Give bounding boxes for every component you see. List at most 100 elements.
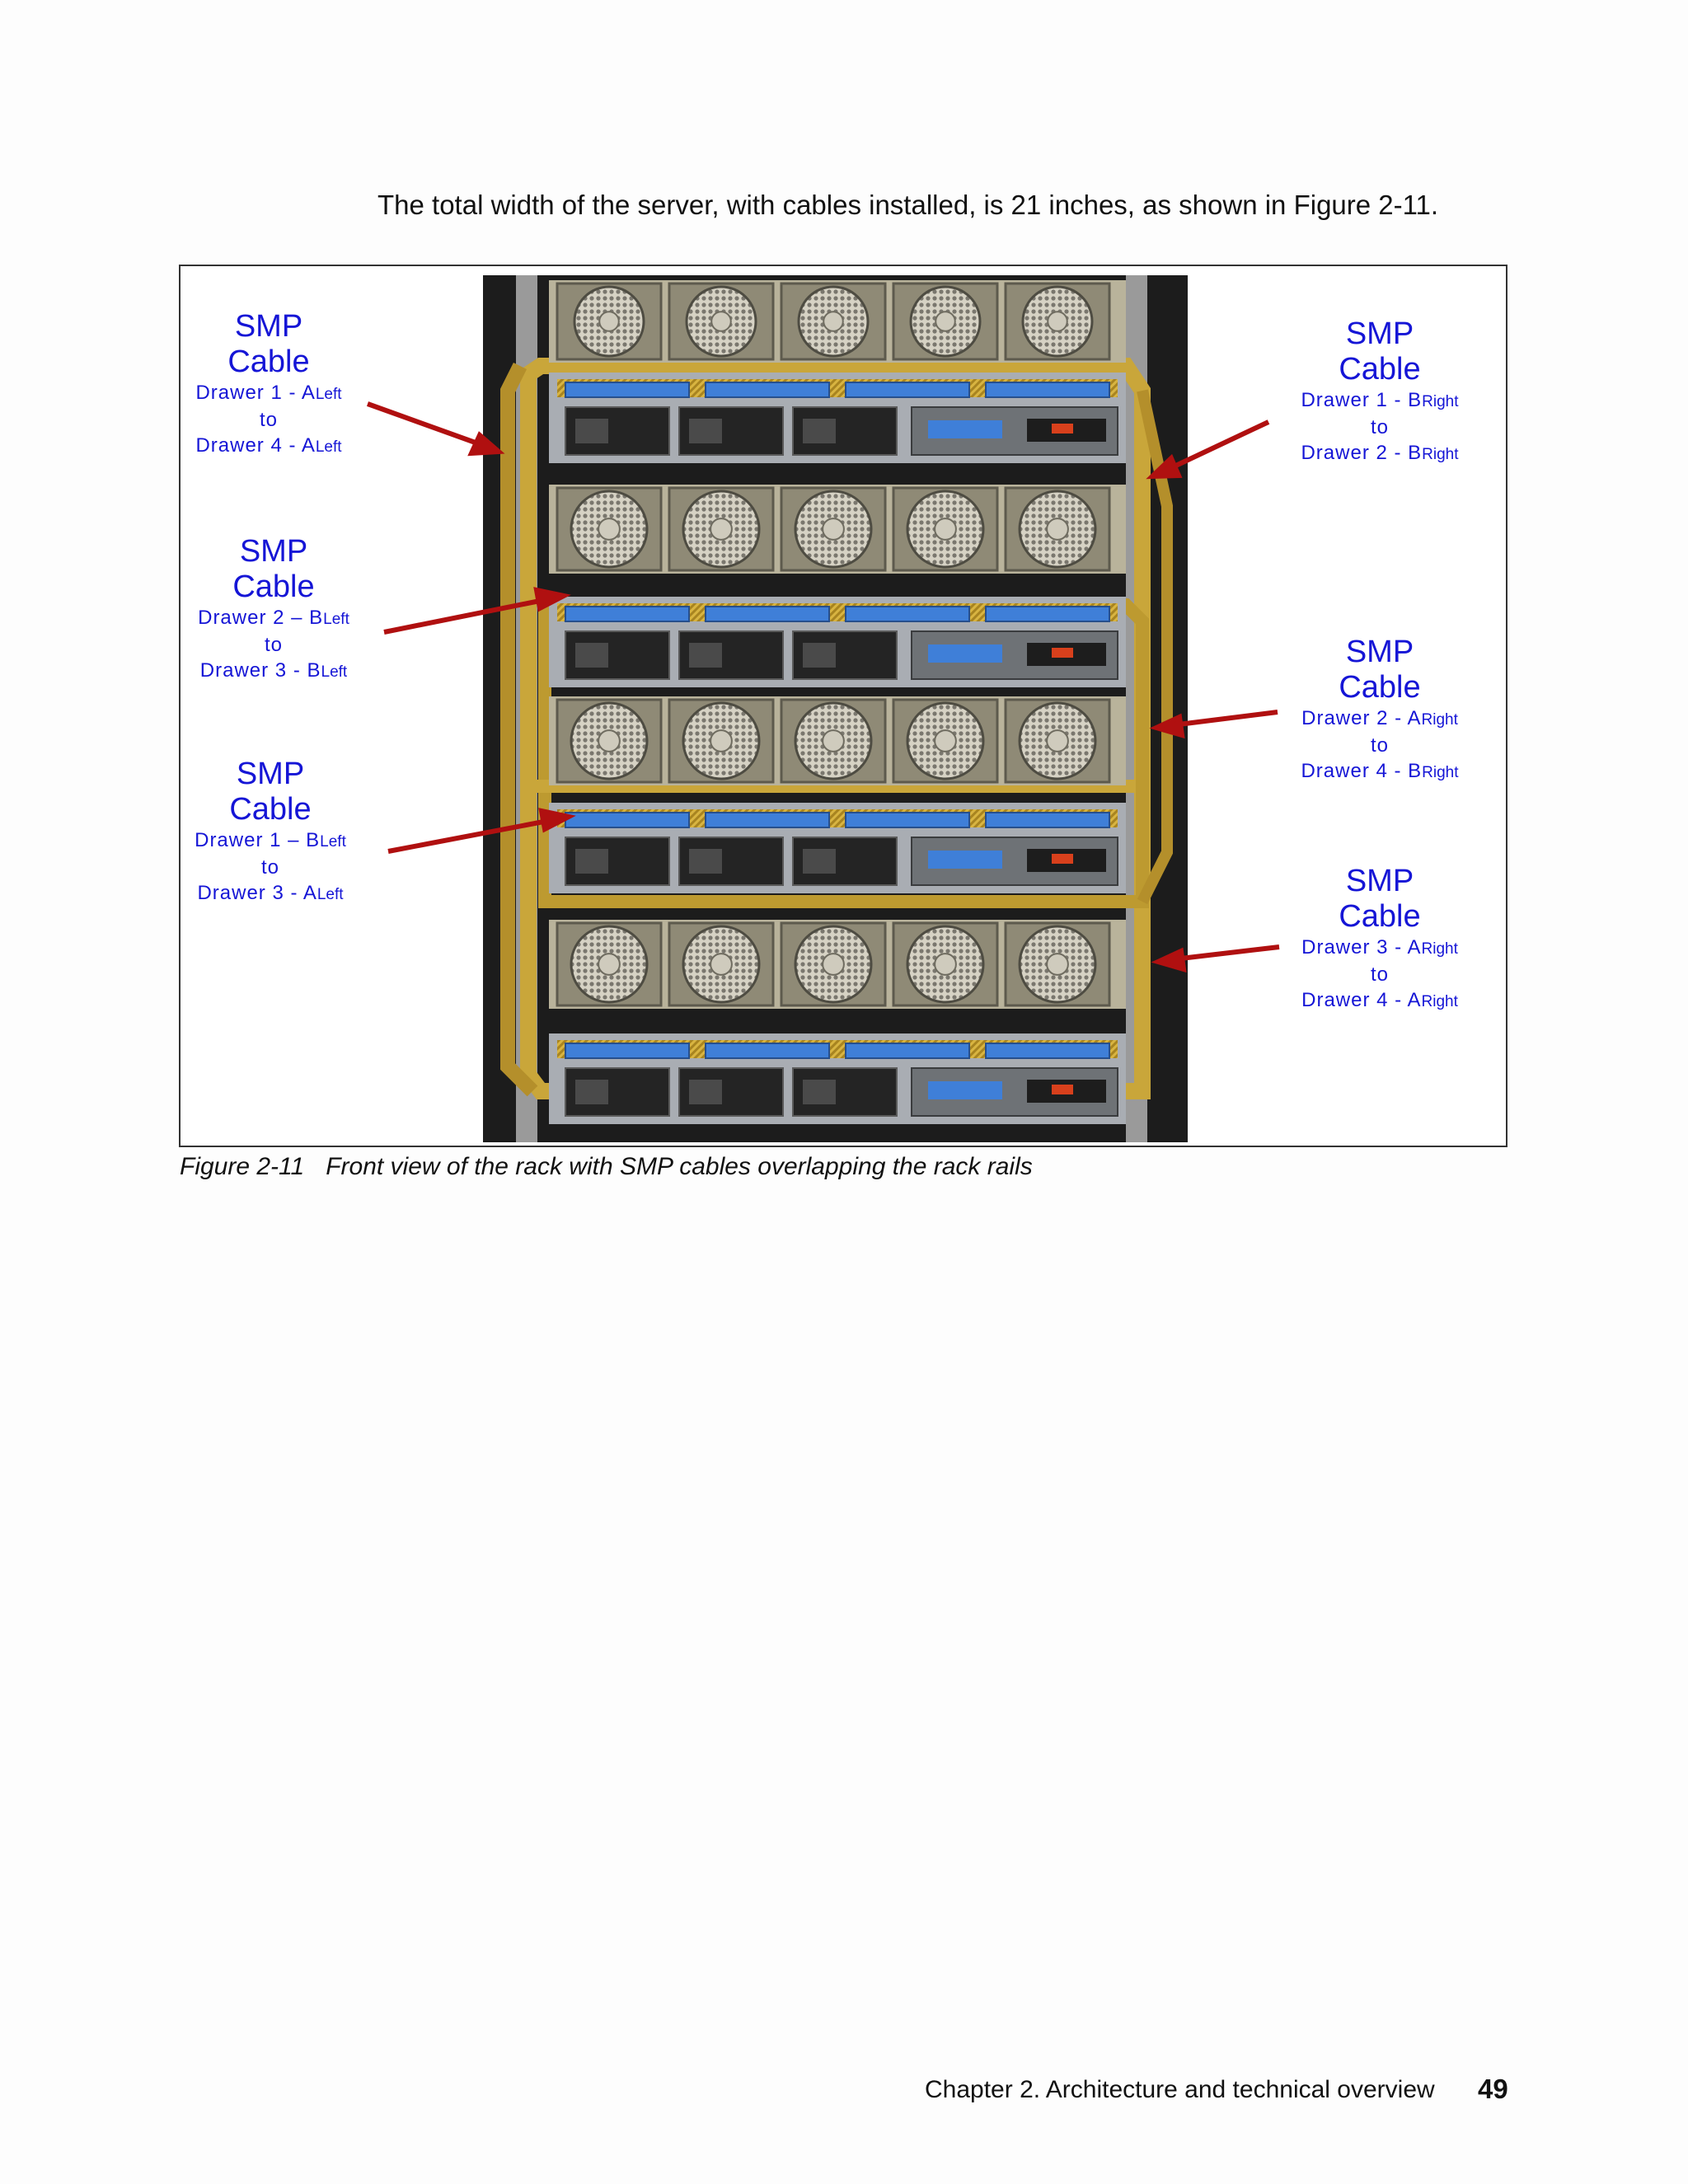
fan-hub xyxy=(935,311,956,332)
label-to: to xyxy=(264,634,283,656)
label-to: to xyxy=(260,856,279,879)
media-tab xyxy=(928,1081,1002,1099)
drive-latch xyxy=(803,849,836,874)
drive-latch xyxy=(803,1080,836,1104)
label-dest: Drawer 3 - ALeft xyxy=(197,882,344,904)
label-from: Drawer 1 - ALeft xyxy=(195,382,342,404)
blue-handle xyxy=(705,606,830,622)
blue-handle xyxy=(565,382,690,398)
label-title-smp: SMP xyxy=(236,757,305,791)
blue-handle xyxy=(705,812,830,828)
blue-handle xyxy=(845,1043,970,1059)
blue-handle xyxy=(705,382,830,398)
label-title-smp: SMP xyxy=(234,309,303,344)
blue-handle xyxy=(845,382,970,398)
blue-handle xyxy=(845,812,970,828)
label-from: Drawer 2 - ARight xyxy=(1301,707,1458,729)
figure-caption: Figure 2-11 Front view of the rack with S… xyxy=(180,1153,1033,1181)
red-indicator xyxy=(1052,424,1073,434)
drive-latch xyxy=(575,849,608,874)
blue-handle xyxy=(845,606,970,622)
drive-latch xyxy=(689,643,722,668)
label-from: Drawer 1 – BLeft xyxy=(195,829,346,851)
label-to: to xyxy=(1370,963,1389,986)
fan-hub xyxy=(822,953,845,976)
drive-latch xyxy=(689,849,722,874)
fan-hub xyxy=(710,729,733,752)
fan-hub xyxy=(822,729,845,752)
label-to: to xyxy=(259,409,278,431)
label-dest: Drawer 3 - BLeft xyxy=(199,659,348,682)
label-title-cable: Cable xyxy=(232,569,315,604)
drive-latch xyxy=(803,419,836,443)
blue-handle xyxy=(705,1043,830,1059)
red-indicator xyxy=(1052,854,1073,864)
fan-hub xyxy=(1046,729,1069,752)
label-to: to xyxy=(1370,734,1389,757)
label-title-cable: Cable xyxy=(229,792,312,827)
label-title-smp: SMP xyxy=(239,534,308,569)
cable-connector-strip xyxy=(557,379,1118,397)
drive-latch xyxy=(575,1080,608,1104)
fan-hub xyxy=(598,311,620,332)
label-title-cable: Cable xyxy=(1339,899,1421,934)
fan-hub xyxy=(598,518,621,541)
blue-handle xyxy=(565,1043,690,1059)
fan-hub xyxy=(1046,953,1069,976)
blue-handle xyxy=(565,606,690,622)
label-dest: Drawer 4 - ARight xyxy=(1301,989,1458,1011)
drive-latch xyxy=(689,419,722,443)
fan-hub xyxy=(934,518,957,541)
cable-connector-strip xyxy=(557,809,1118,827)
rack-photo xyxy=(483,275,1188,1142)
fan-hub xyxy=(1047,311,1068,332)
footer-chapter-title: Chapter 2. Architecture and technical ov… xyxy=(925,2076,1435,2103)
blue-handle xyxy=(985,382,1110,398)
label-from: Drawer 1 - BRight xyxy=(1301,389,1459,411)
smp-cable-label-d1b-d2b: SMP Cable Drawer 1 - BRight to Drawer 2 … xyxy=(1297,316,1462,467)
figure-caption-text: Front view of the rack with SMP cables o… xyxy=(326,1153,1033,1180)
drive-latch xyxy=(803,643,836,668)
fan-hub xyxy=(710,518,733,541)
fan-hub xyxy=(710,311,732,332)
smp-cable-label-d2a-d4b: SMP Cable Drawer 2 - ARight to Drawer 4 … xyxy=(1297,635,1462,785)
fan-hub xyxy=(823,311,844,332)
blue-handle xyxy=(985,1043,1110,1059)
fan-hub xyxy=(710,953,733,976)
blue-handle xyxy=(985,812,1110,828)
cable-connector-strip xyxy=(557,1040,1118,1058)
media-tab xyxy=(928,851,1002,869)
drive-latch xyxy=(575,643,608,668)
blue-handle xyxy=(985,606,1110,622)
fan-hub xyxy=(1046,518,1069,541)
smp-cable-label-d3a-d4a: SMP Cable Drawer 3 - ARight to Drawer 4 … xyxy=(1297,864,1462,1015)
label-title-smp: SMP xyxy=(1345,635,1414,669)
label-title-smp: SMP xyxy=(1345,864,1414,898)
label-dest: Drawer 4 - BRight xyxy=(1301,760,1459,782)
label-title-cable: Cable xyxy=(1339,670,1421,705)
label-title-smp: SMP xyxy=(1345,316,1414,351)
media-tab xyxy=(928,644,1002,663)
smp-cable-label-d2b-d3b: SMP Cable Drawer 2 – BLeft to Drawer 3 -… xyxy=(191,534,356,685)
fan-hub xyxy=(598,953,621,976)
fan-hub xyxy=(934,729,957,752)
drive-latch xyxy=(689,1080,722,1104)
drive-latch xyxy=(575,419,608,443)
smp-cable-label-d1a-d4a: SMP Cable Drawer 1 - ALeft to Drawer 4 -… xyxy=(186,309,351,460)
label-title-cable: Cable xyxy=(227,344,310,379)
blue-handle xyxy=(565,812,690,828)
fan-hub xyxy=(822,518,845,541)
figure-caption-number: Figure 2-11 xyxy=(180,1153,305,1180)
label-dest: Drawer 4 - ALeft xyxy=(195,434,342,457)
label-from: Drawer 3 - ARight xyxy=(1301,936,1458,958)
fan-hub xyxy=(598,729,621,752)
label-dest: Drawer 2 - BRight xyxy=(1301,442,1459,464)
label-from: Drawer 2 – BLeft xyxy=(198,607,349,629)
media-tab xyxy=(928,420,1002,438)
label-title-cable: Cable xyxy=(1339,352,1421,387)
red-indicator xyxy=(1052,648,1073,658)
red-indicator xyxy=(1052,1085,1073,1094)
page-number: 49 xyxy=(1478,2074,1508,2104)
smp-cable-label-d1b-d3a: SMP Cable Drawer 1 – BLeft to Drawer 3 -… xyxy=(188,757,353,907)
label-to: to xyxy=(1370,416,1389,438)
